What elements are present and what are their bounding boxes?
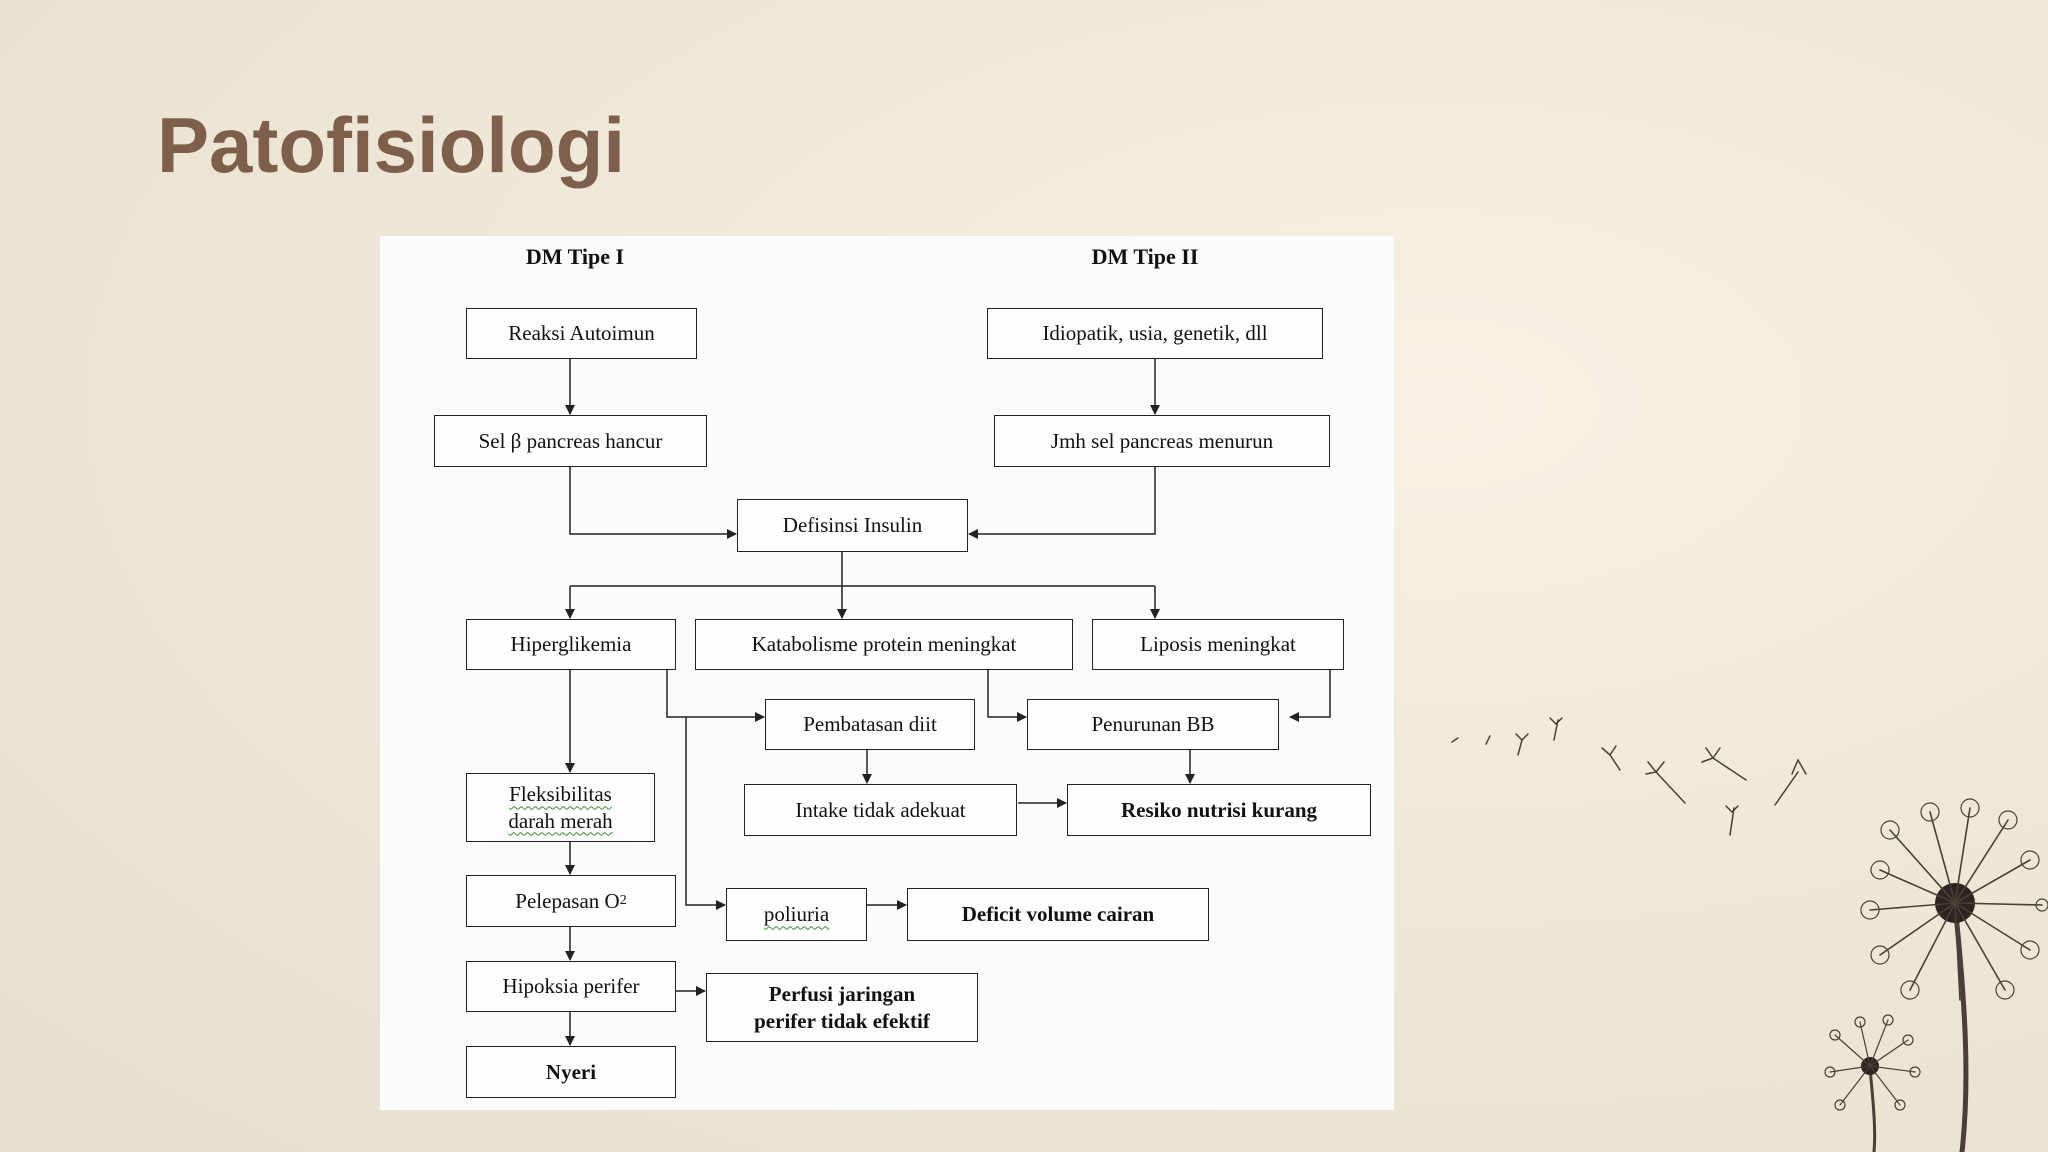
- header-dm-tipe-1: DM Tipe I: [525, 244, 625, 269]
- node-fleksibilitas-darah-merah: Fleksibilitas darah merah: [466, 773, 655, 842]
- fleksibilitas-line-2: darah merah: [508, 808, 613, 833]
- dandelion-illustration: [1451, 717, 2048, 1152]
- node-reaksi-autoimun: Reaksi Autoimun: [466, 308, 697, 359]
- node-perfusi-jaringan: Perfusi jaringan perifer tidak efektif: [706, 973, 978, 1042]
- arrow-hiperglikemia-poliuria: [685, 717, 726, 910]
- arrow-jmh-defisiensi: [968, 467, 1156, 539]
- node-penurunan-bb: Penurunan BB: [1027, 699, 1279, 750]
- node-hiperglikemia: Hiperglikemia: [466, 619, 676, 670]
- flowchart-connectors: [565, 359, 1331, 1046]
- node-jmh-sel-pancreas: Jmh sel pancreas menurun: [994, 415, 1330, 467]
- arrow-liposis-penurunan: [1289, 670, 1331, 722]
- poliuria-label: poliuria: [763, 902, 830, 927]
- flowchart-panel: DM Tipe I DM Tipe II Reaksi Autoimun Idi…: [380, 236, 1394, 1110]
- arrow-selbeta-defisiensi: [569, 467, 737, 539]
- node-nyeri: Nyeri: [466, 1046, 676, 1098]
- dandelion-stem: [1952, 902, 1969, 1152]
- node-resiko-nutrisi-kurang: Resiko nutrisi kurang: [1067, 784, 1371, 836]
- arrow-katabolisme-penurunan: [987, 670, 1027, 722]
- header-dm-tipe-2: DM Tipe II: [1091, 244, 1199, 269]
- node-katabolisme-protein: Katabolisme protein meningkat: [695, 619, 1073, 670]
- node-hipoksia-perifer: Hipoksia perifer: [466, 961, 676, 1012]
- node-intake-tidak-adekuat: Intake tidak adekuat: [744, 784, 1017, 836]
- node-idiopatik: Idiopatik, usia, genetik, dll: [987, 308, 1323, 359]
- pelepasan-o2-text: Pelepasan O: [515, 888, 620, 913]
- pelepasan-o2-subscript: 2: [619, 893, 627, 909]
- arrow-hiperglikemia-pembatasan: [666, 670, 765, 722]
- slide-title: Patofisiologi: [157, 101, 625, 189]
- node-pembatasan-diit: Pembatasan diit: [765, 699, 975, 750]
- small-dandelion-stem: [1868, 1066, 1877, 1152]
- node-poliuria: poliuria: [726, 888, 867, 941]
- node-defisiensi-insulin: Defisinsi Insulin: [737, 499, 968, 552]
- perfusi-line-1: Perfusi jaringan: [768, 982, 916, 1007]
- node-deficit-volume-cairan: Deficit volume cairan: [907, 888, 1209, 941]
- perfusi-line-2: perifer tidak efektif: [754, 1008, 930, 1033]
- node-sel-beta-pancreas: Sel β pancreas hancur: [434, 415, 707, 467]
- node-liposis-meningkat: Liposis meningkat: [1092, 619, 1344, 670]
- fleksibilitas-line-1: Fleksibilitas: [509, 782, 612, 807]
